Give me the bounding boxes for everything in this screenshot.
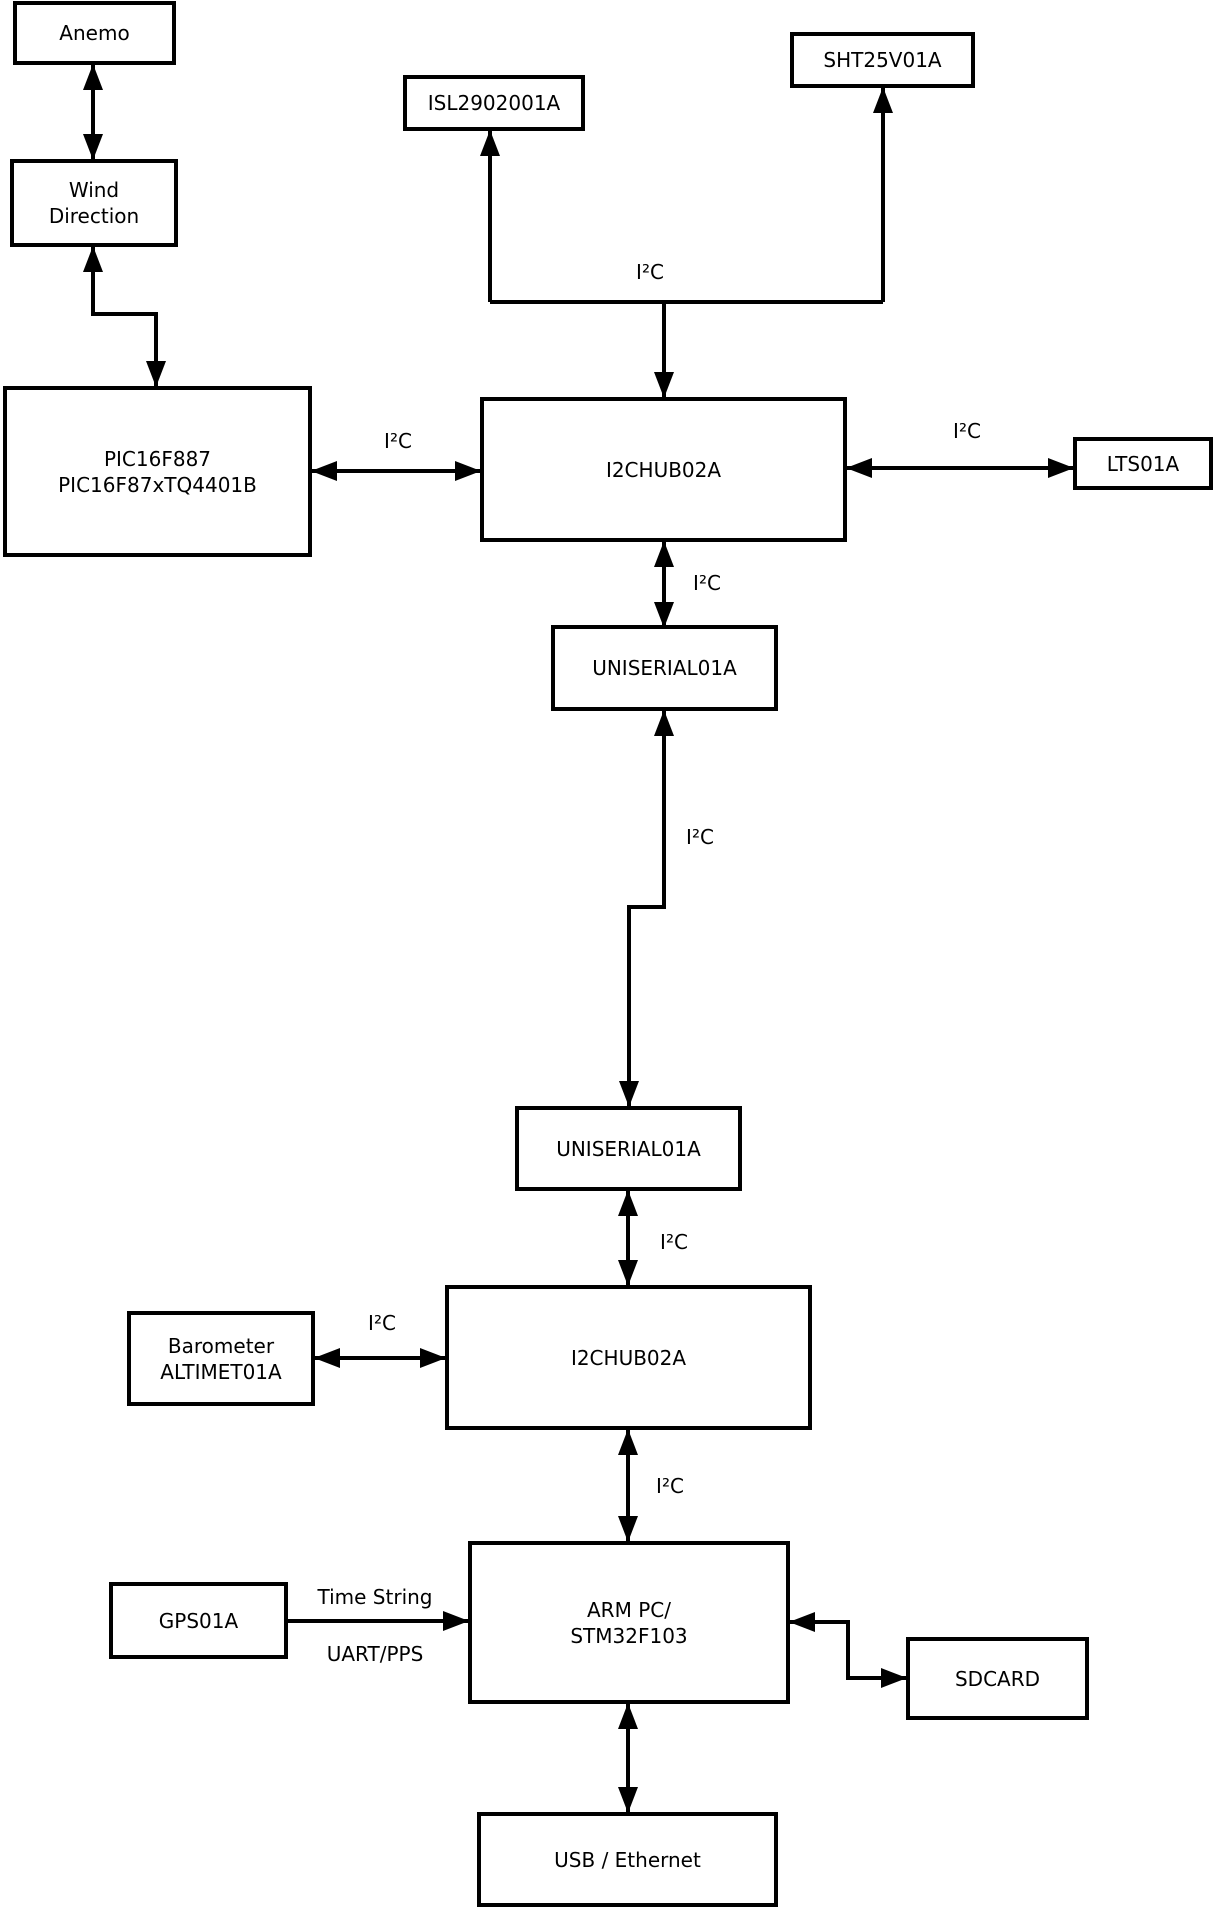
- node-barometer-altimet01a: Barometer ALTIMET01A: [127, 1311, 315, 1406]
- node-usb-ethernet: USB / Ethernet: [477, 1812, 778, 1907]
- node-lts01a: LTS01A: [1073, 437, 1213, 490]
- label-uniserial-hub2-i2c: I²C: [658, 1230, 690, 1254]
- node-gps01a: GPS01A: [109, 1582, 288, 1659]
- label-gps-time-string: Time String: [315, 1585, 435, 1609]
- node-i2chub02a-bottom: I2CHUB02A: [445, 1285, 812, 1430]
- label-uniserial-uniserial-i2c: I²C: [684, 825, 716, 849]
- label-pic-i2c: I²C: [382, 429, 414, 453]
- node-arm-pc-stm32f103: ARM PC/ STM32F103: [468, 1541, 790, 1704]
- label-lts-i2c: I²C: [951, 419, 983, 443]
- edge-uniserial-uniserial: [619, 710, 674, 1107]
- label-gps-uart-pps: UART/PPS: [324, 1642, 426, 1666]
- node-uniserial01a-bottom: UNISERIAL01A: [515, 1106, 742, 1191]
- edge-arm-sdcard: [789, 1612, 907, 1688]
- node-isl2902001a: ISL2902001A: [403, 75, 585, 131]
- node-uniserial01a-top: UNISERIAL01A: [551, 625, 778, 711]
- label-hub2-arm-i2c: I²C: [654, 1474, 686, 1498]
- node-i2chub02a-top: I2CHUB02A: [480, 397, 847, 542]
- node-sht25v01a: SHT25V01A: [790, 32, 975, 88]
- label-bus-i2c: I²C: [634, 260, 666, 284]
- node-wind-direction: Wind Direction: [10, 159, 178, 247]
- edge-wind-pic: [83, 246, 166, 387]
- node-pic16f887: PIC16F887 PIC16F87xTQ4401B: [3, 386, 312, 557]
- label-hub-uniserial-i2c: I²C: [691, 571, 723, 595]
- label-barometer-i2c: I²C: [366, 1311, 398, 1335]
- node-sdcard: SDCARD: [906, 1637, 1089, 1720]
- node-anemo: Anemo: [13, 1, 176, 65]
